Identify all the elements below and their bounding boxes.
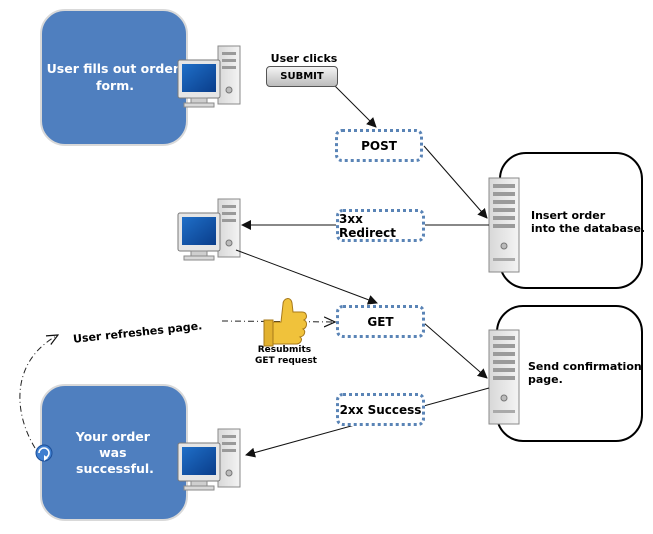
- refresh-curve: [19, 335, 58, 449]
- refresh-label: User refreshes page.: [72, 319, 202, 345]
- redirect-label-text: 3xx Redirect: [339, 211, 396, 240]
- computer-icon: [177, 198, 241, 261]
- get-label-text: GET: [367, 314, 394, 329]
- success-label: 2xx Success: [336, 393, 425, 426]
- arrow-get-to-server: [423, 322, 488, 379]
- post-label-text: POST: [361, 138, 397, 153]
- submit-button-label: SUBMIT: [280, 71, 324, 82]
- success-label-text: 2xx Success: [339, 402, 422, 417]
- insert-node-text: Insert order into the database.: [531, 209, 645, 235]
- arrow-post-to-server: [423, 145, 488, 219]
- get-label: GET: [336, 305, 425, 338]
- result-node-text: Your order was successful.: [75, 429, 155, 476]
- arrow-client-to-get: [235, 249, 378, 305]
- thumbs-up-icon: [263, 298, 307, 347]
- post-label: POST: [335, 129, 423, 162]
- start-node-text: User fills out order form.: [47, 61, 184, 93]
- refresh-icon: [35, 444, 53, 462]
- server-icon: [488, 329, 520, 425]
- confirm-node: Send confirmation page.: [496, 305, 646, 442]
- confirm-node-text: Send confirmation page.: [528, 360, 646, 386]
- start-node: User fills out order form.: [40, 9, 188, 146]
- result-node: Your order was successful.: [40, 384, 188, 521]
- insert-node: Insert order into the database.: [499, 152, 645, 289]
- submit-button[interactable]: SUBMIT: [266, 66, 338, 87]
- resubmit-label: Resubmits GET request: [255, 345, 318, 366]
- user-clicks-label: User clicks: [271, 52, 338, 65]
- server-icon: [488, 177, 520, 273]
- redirect-label: 3xx Redirect: [336, 209, 425, 242]
- arrow-submit-to-post: [334, 85, 377, 128]
